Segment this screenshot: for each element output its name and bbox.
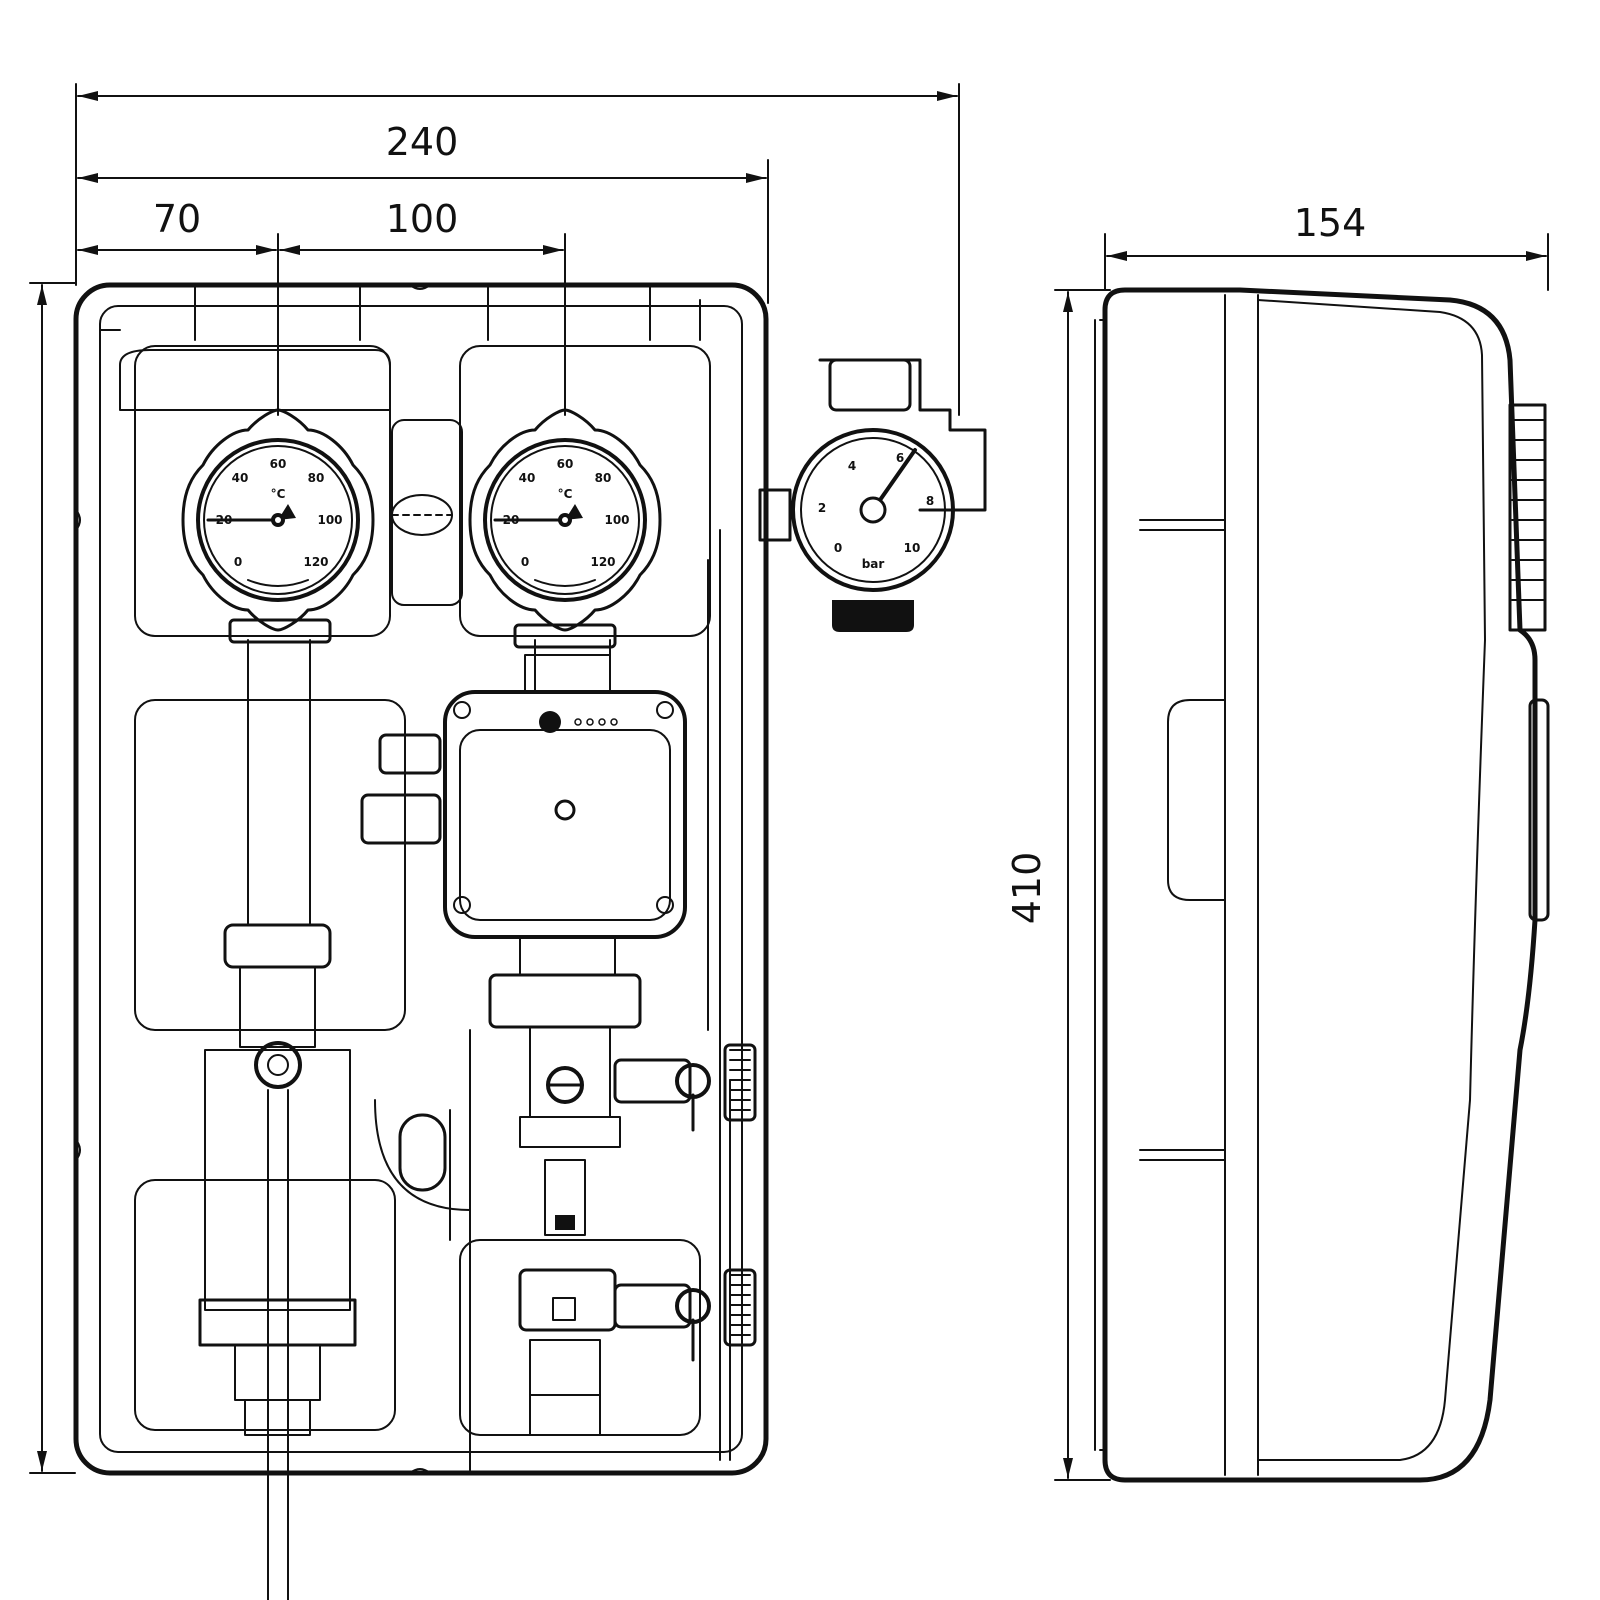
thermometer-right: °C 0 20 40 60 80 100 120 [468,408,662,632]
pressure-unit: bar [862,557,885,571]
insulation-pocket-upper-left [119,349,391,411]
circulation-pump [360,654,687,976]
mounting-hole [374,1059,472,1211]
dimension-label-154: 154 [1294,201,1367,245]
dimension-label-100: 100 [386,197,459,241]
pressure-gauge: 0 2 4 6 8 10 bar [758,358,987,632]
pressure-tick-2: 2 [818,501,826,515]
dimension-label-240: 240 [386,120,459,164]
thermometer-tick-120: 120 [590,555,615,569]
pressure-tick-8: 8 [926,494,934,508]
wall-clip [1508,403,1547,632]
thermometer-tick-20: 20 [503,513,520,527]
front-view: °C 0 20 40 60 80 100 120 °C 0 20 40 60 8… [73,282,987,1600]
dimension-label-70: 70 [153,197,201,241]
thermometer-tick-100: 100 [317,513,342,527]
thermometer-tick-0: 0 [521,555,529,569]
fill-drain-valve-upper [613,1043,757,1132]
pipe-left [247,639,311,926]
housing-inner [99,305,743,1453]
housing-outer [73,282,769,1476]
dimension-lines: 240 70 100 154 410 [29,83,1549,1481]
pressure-tick-6: 6 [896,451,904,465]
left-return-valve [198,923,357,1600]
thermometer-unit-right: °C [558,487,573,501]
pressure-tick-0: 0 [834,541,842,555]
pressure-tick-10: 10 [904,541,921,555]
bypass-link [391,419,463,606]
side-view [1094,287,1550,1483]
thermometer-tick-100: 100 [604,513,629,527]
fill-drain-valve-lower [613,1268,757,1362]
thermometer-left: °C 0 20 40 60 80 100 120 [181,408,375,632]
thermometer-tick-120: 120 [303,555,328,569]
thermometer-tick-0: 0 [234,555,242,569]
dimension-label-410: 410 [1005,852,1049,925]
housing-side-outline [1102,287,1538,1483]
thermometer-tick-40: 40 [519,471,536,485]
thermometer-tick-80: 80 [308,471,325,485]
right-flow-valves [449,973,642,1471]
thermometer-tick-60: 60 [270,457,287,471]
thermometer-tick-80: 80 [595,471,612,485]
thermometer-tick-40: 40 [232,471,249,485]
pressure-tick-4: 4 [848,459,856,473]
thermometer-tick-20: 20 [216,513,233,527]
thermometer-unit-left: °C [271,487,286,501]
thermometer-tick-60: 60 [557,457,574,471]
